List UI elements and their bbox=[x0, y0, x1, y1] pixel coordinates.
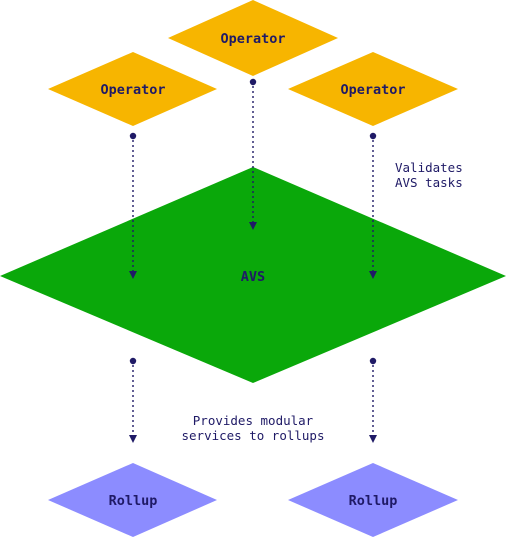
rollup-diamond-right bbox=[288, 463, 458, 537]
rollup-right-connector bbox=[369, 357, 377, 443]
operator-left-connector bbox=[129, 132, 137, 279]
operator-diamond-right bbox=[288, 52, 458, 126]
operator-label-left: Operator bbox=[100, 82, 165, 98]
provides-annotation-line-2: services to rollups bbox=[182, 428, 325, 443]
avs-label: AVS bbox=[241, 269, 265, 285]
provides-annotation-line-1: Provides modular bbox=[193, 413, 314, 428]
validates-annotation-line-2: AVS tasks bbox=[395, 175, 463, 190]
operator-label-top: Operator bbox=[220, 31, 285, 47]
rollup-label-right: Rollup bbox=[349, 493, 398, 509]
operator-diamond-left bbox=[48, 52, 217, 126]
operator-label-right: Operator bbox=[340, 82, 405, 98]
rollup-left-connector bbox=[129, 357, 137, 443]
avs-diamond bbox=[0, 167, 506, 383]
validates-annotation-line-1: Validates bbox=[395, 160, 463, 175]
operator-right-connector bbox=[369, 132, 377, 279]
rollup-label-left: Rollup bbox=[109, 493, 158, 509]
operator-top-connector bbox=[249, 78, 257, 230]
rollup-diamond-left bbox=[48, 463, 217, 537]
operator-diamond-top bbox=[168, 0, 338, 76]
